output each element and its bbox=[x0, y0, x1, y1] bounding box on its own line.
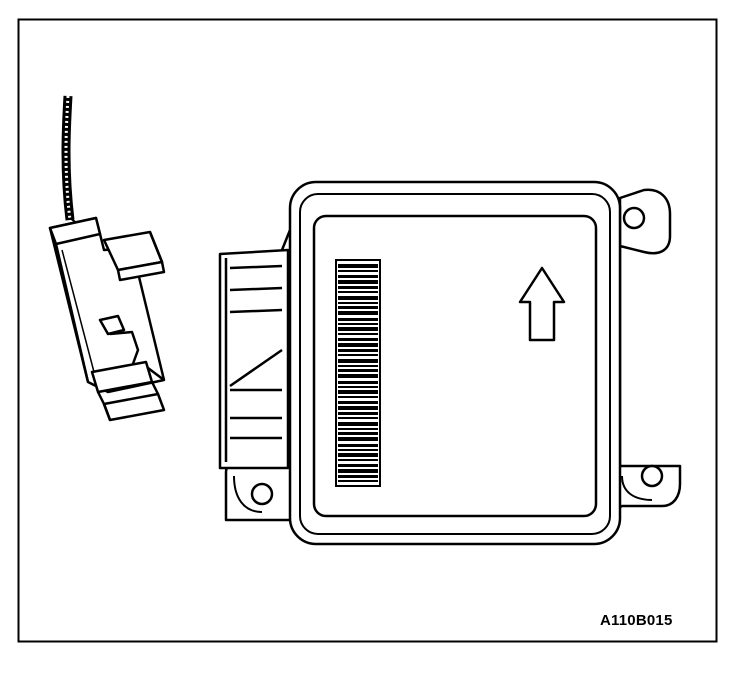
barcode-stripe bbox=[338, 280, 378, 284]
barcode-stripe bbox=[338, 386, 378, 388]
barcode-stripe bbox=[338, 365, 378, 367]
barcode-stripe bbox=[338, 396, 378, 398]
barcode-stripe bbox=[338, 270, 378, 272]
barcode-stripe bbox=[338, 343, 378, 347]
barcode-stripe bbox=[338, 422, 378, 426]
wiring-harness-connector bbox=[48, 216, 166, 422]
barcode-stripe bbox=[338, 369, 378, 372]
barcode-stripe bbox=[338, 354, 378, 356]
barcode-stripe bbox=[338, 428, 378, 430]
arrow-up-icon bbox=[518, 266, 566, 342]
barcode-stripe bbox=[338, 464, 378, 467]
barcode-stripe bbox=[338, 437, 378, 441]
barcode-stripe bbox=[338, 311, 378, 315]
barcode-stripe bbox=[338, 417, 378, 419]
barcode-stripe bbox=[338, 401, 378, 404]
figure-frame bbox=[17, 18, 718, 643]
barcode-stripe bbox=[338, 296, 378, 300]
barcode-stripe bbox=[338, 327, 378, 331]
barcode-stripe bbox=[338, 469, 378, 473]
barcode-stripe bbox=[338, 359, 378, 363]
control-module bbox=[218, 180, 682, 546]
barcode-stripe bbox=[338, 480, 378, 482]
barcode-stripe bbox=[338, 333, 378, 335]
barcode-stripe bbox=[338, 444, 378, 447]
barcode-stripe bbox=[338, 449, 378, 451]
barcode-stripe bbox=[338, 459, 378, 461]
barcode-stripe bbox=[338, 349, 378, 352]
barcode-stripe bbox=[338, 338, 378, 341]
figure-code: A110B015 bbox=[600, 612, 673, 629]
barcode-stripe bbox=[338, 475, 378, 478]
barcode-stripe bbox=[338, 286, 378, 289]
barcode-stripe bbox=[338, 291, 378, 293]
barcode-stripe bbox=[338, 374, 378, 378]
barcode-stripe bbox=[338, 275, 378, 278]
barcode-stripe bbox=[338, 406, 378, 410]
mounting-hole-upper-right bbox=[622, 206, 646, 230]
barcode-stripe bbox=[338, 390, 378, 394]
barcode-stripe bbox=[338, 323, 378, 325]
barcode-stripe bbox=[338, 318, 378, 321]
barcode-stripe bbox=[338, 432, 378, 435]
barcode-stripe bbox=[338, 264, 378, 268]
barcode-label bbox=[335, 259, 381, 487]
barcode-stripe bbox=[338, 306, 378, 309]
barcode-stripe bbox=[338, 302, 378, 304]
barcode-stripe bbox=[338, 453, 378, 457]
module-connector-socket bbox=[218, 229, 292, 470]
cable bbox=[61, 95, 79, 225]
module-cover bbox=[312, 214, 598, 518]
barcode-stripe bbox=[338, 412, 378, 415]
barcode-stripe bbox=[338, 381, 378, 384]
mounting-hole-lower-right bbox=[640, 464, 664, 488]
mounting-hole-lower-left bbox=[250, 482, 274, 506]
